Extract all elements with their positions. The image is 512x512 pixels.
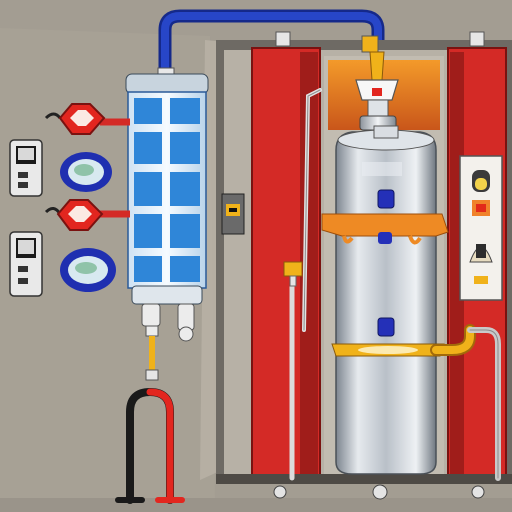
tank-neck	[373, 125, 399, 139]
filter-bottom-cap	[131, 285, 203, 305]
control-panel	[459, 155, 503, 301]
filter-outlet-fittings	[141, 303, 195, 342]
status-light-upper	[377, 189, 395, 209]
tank-label-plate	[362, 162, 402, 176]
gas-valve	[283, 261, 303, 287]
oval-gauge-lower	[60, 248, 116, 292]
tank-heat-band	[321, 213, 449, 237]
filter-top-cap	[125, 73, 209, 95]
wall-switch-upper[interactable]	[9, 139, 43, 197]
hand-valve-lower[interactable]	[56, 199, 104, 231]
water-heater-tank	[321, 125, 449, 475]
thermostat-box[interactable]	[221, 193, 245, 235]
filter-segments	[134, 98, 200, 282]
tank-inlet-fitting	[355, 51, 399, 131]
cabinet-base	[216, 474, 512, 484]
tank-lower-band-glow	[358, 346, 418, 354]
filter-cartridge	[125, 73, 209, 342]
tank-body	[335, 131, 437, 475]
status-light-mid	[378, 232, 392, 244]
base-bolts	[273, 484, 485, 500]
floor-line	[0, 498, 512, 512]
filter-drain-line	[145, 336, 159, 381]
status-light-lower	[377, 317, 395, 337]
cabinet-left-door-shade	[300, 52, 318, 476]
hand-valve-upper[interactable]	[58, 103, 106, 135]
hot-water-outlet-pipe	[430, 324, 501, 481]
bay-conduits	[289, 88, 322, 481]
cabinet-top-bolts	[275, 31, 485, 53]
oval-gauge-upper	[60, 152, 112, 192]
wall-switch-lower[interactable]	[9, 231, 43, 297]
power-cable	[115, 387, 185, 504]
tank-heat-drip	[342, 235, 422, 245]
